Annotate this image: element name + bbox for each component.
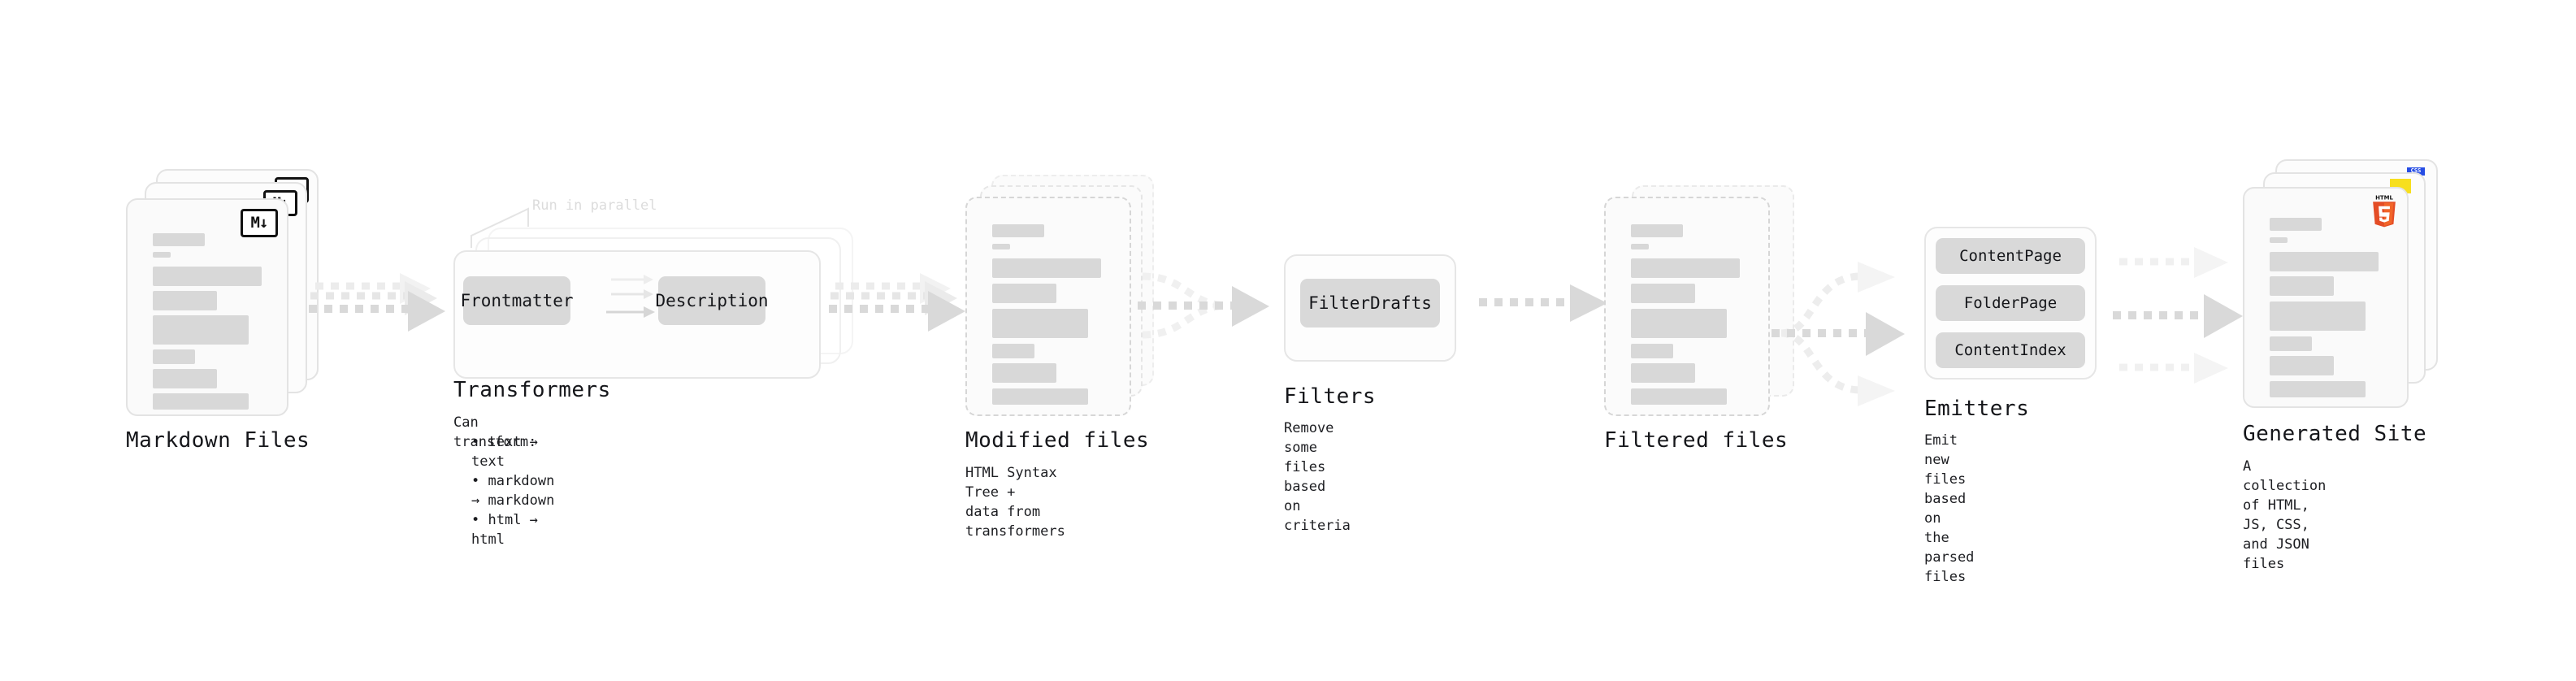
filter-chip-filterdrafts-label: FilterDrafts (1308, 293, 1432, 313)
skeleton-line (1631, 363, 1695, 383)
stage-desc-modified-files: HTML Syntax Tree + data from transformer… (965, 465, 1065, 540)
bullet-label: markdown → markdown (471, 473, 555, 509)
skeleton-line (2270, 237, 2288, 243)
markdown-icon-label: M↓ (250, 214, 269, 232)
list-item: • markdown → markdown (471, 473, 555, 509)
skeleton-line (1631, 309, 1727, 338)
skeleton-line (992, 244, 1010, 249)
skeleton-line (2270, 276, 2334, 296)
markdown-icon: M↓ (241, 209, 278, 237)
transformer-chip-description[interactable]: Description (655, 276, 769, 325)
skeleton-line (2270, 252, 2379, 271)
stage-desc-emitters: Emit new files based on the parsed files (1924, 432, 1975, 585)
skeleton-line (1631, 284, 1695, 303)
emitter-chip-folderpage-label: FolderPage (1963, 294, 2058, 312)
skeleton-line (1631, 344, 1673, 358)
emitter-chip-contentindex[interactable]: ContentIndex (1936, 332, 2085, 368)
stage-desc-transformers: Can transform: (453, 414, 537, 450)
stage-desc-generated-site: A collection of HTML, JS, CSS, and JSON … (2243, 458, 2327, 572)
skeleton-line (2270, 381, 2366, 397)
bullet-label: html → html (471, 512, 538, 548)
skeleton-line (992, 258, 1101, 278)
list-item: • html → html (471, 512, 538, 548)
connector-filtered-to-emitters (1772, 262, 1905, 406)
skeleton-line (153, 369, 217, 388)
stage-title-filtered-files: Filtered files (1604, 428, 1789, 453)
list-item: • text → text (471, 434, 538, 470)
stage-title-filters: Filters (1284, 384, 1377, 409)
parallel-annotation: Run in parallel (532, 197, 657, 214)
skeleton-line (992, 344, 1034, 358)
stage-title-modified-files: Modified files (965, 428, 1150, 453)
stage-title-generated-site: Generated Site (2243, 422, 2427, 446)
skeleton-line (153, 233, 205, 246)
skeleton-line (153, 315, 249, 345)
css3-icon-label: CSS (2410, 167, 2422, 174)
emitter-chip-contentpage[interactable]: ContentPage (1936, 238, 2085, 274)
transformer-bullet-list: • text → text • markdown → markdown • ht… (460, 432, 554, 549)
skeleton-line (153, 291, 217, 310)
stage-desc-filters: Remove some files based on criteria (1284, 420, 1351, 534)
transformer-chip-frontmatter-label: Frontmatter (460, 291, 574, 310)
skeleton-line (1631, 224, 1683, 237)
connector-modified-to-filters (1138, 272, 1269, 339)
modified-card-front (965, 197, 1131, 416)
skeleton-line (1631, 388, 1727, 405)
skeleton-line (1631, 244, 1649, 249)
skeleton-line (2270, 356, 2334, 375)
skeleton-line (2270, 301, 2366, 331)
filtered-card-front (1604, 197, 1770, 416)
stage-title-emitters: Emitters (1924, 397, 2030, 421)
emitter-chip-contentindex-label: ContentIndex (1954, 341, 2066, 359)
stage-title-markdown-files: Markdown Files (126, 428, 310, 453)
transformer-internal-arrows (606, 275, 655, 318)
connector-emitters-to-site (2113, 247, 2243, 384)
transformer-chip-frontmatter[interactable]: Frontmatter (460, 276, 574, 325)
skeleton-line (2270, 218, 2322, 231)
skeleton-line (992, 388, 1088, 405)
skeleton-line (1631, 258, 1740, 278)
skeleton-line (2270, 336, 2312, 351)
connector-markdown-to-transformers (309, 273, 445, 332)
markdown-card-front: M↓ (126, 198, 288, 416)
svg-text:HTML: HTML (2375, 194, 2393, 201)
bullet-label: text → text (471, 434, 538, 470)
emitter-chip-contentpage-label: ContentPage (1959, 247, 2062, 265)
skeleton-line (153, 393, 249, 410)
connector-transformers-to-modified (829, 273, 965, 332)
skeleton-line (153, 267, 262, 286)
stage-title-transformers: Transformers (453, 378, 611, 402)
html5-icon: HTML (2373, 194, 2396, 228)
filter-chip-filterdrafts[interactable]: FilterDrafts (1300, 279, 1440, 327)
transformer-chip-description-label: Description (655, 291, 769, 310)
connector-filters-to-filtered (1479, 284, 1607, 322)
css3-icon: CSS (2407, 167, 2425, 176)
skeleton-line (992, 284, 1056, 303)
parallel-leader-line (471, 207, 529, 248)
emitter-chip-folderpage[interactable]: FolderPage (1936, 285, 2085, 321)
skeleton-line (153, 252, 171, 258)
skeleton-line (992, 224, 1044, 237)
skeleton-line (992, 309, 1088, 338)
skeleton-line (153, 349, 195, 364)
generated-card-front: HTML (2243, 187, 2409, 408)
skeleton-line (992, 363, 1056, 383)
